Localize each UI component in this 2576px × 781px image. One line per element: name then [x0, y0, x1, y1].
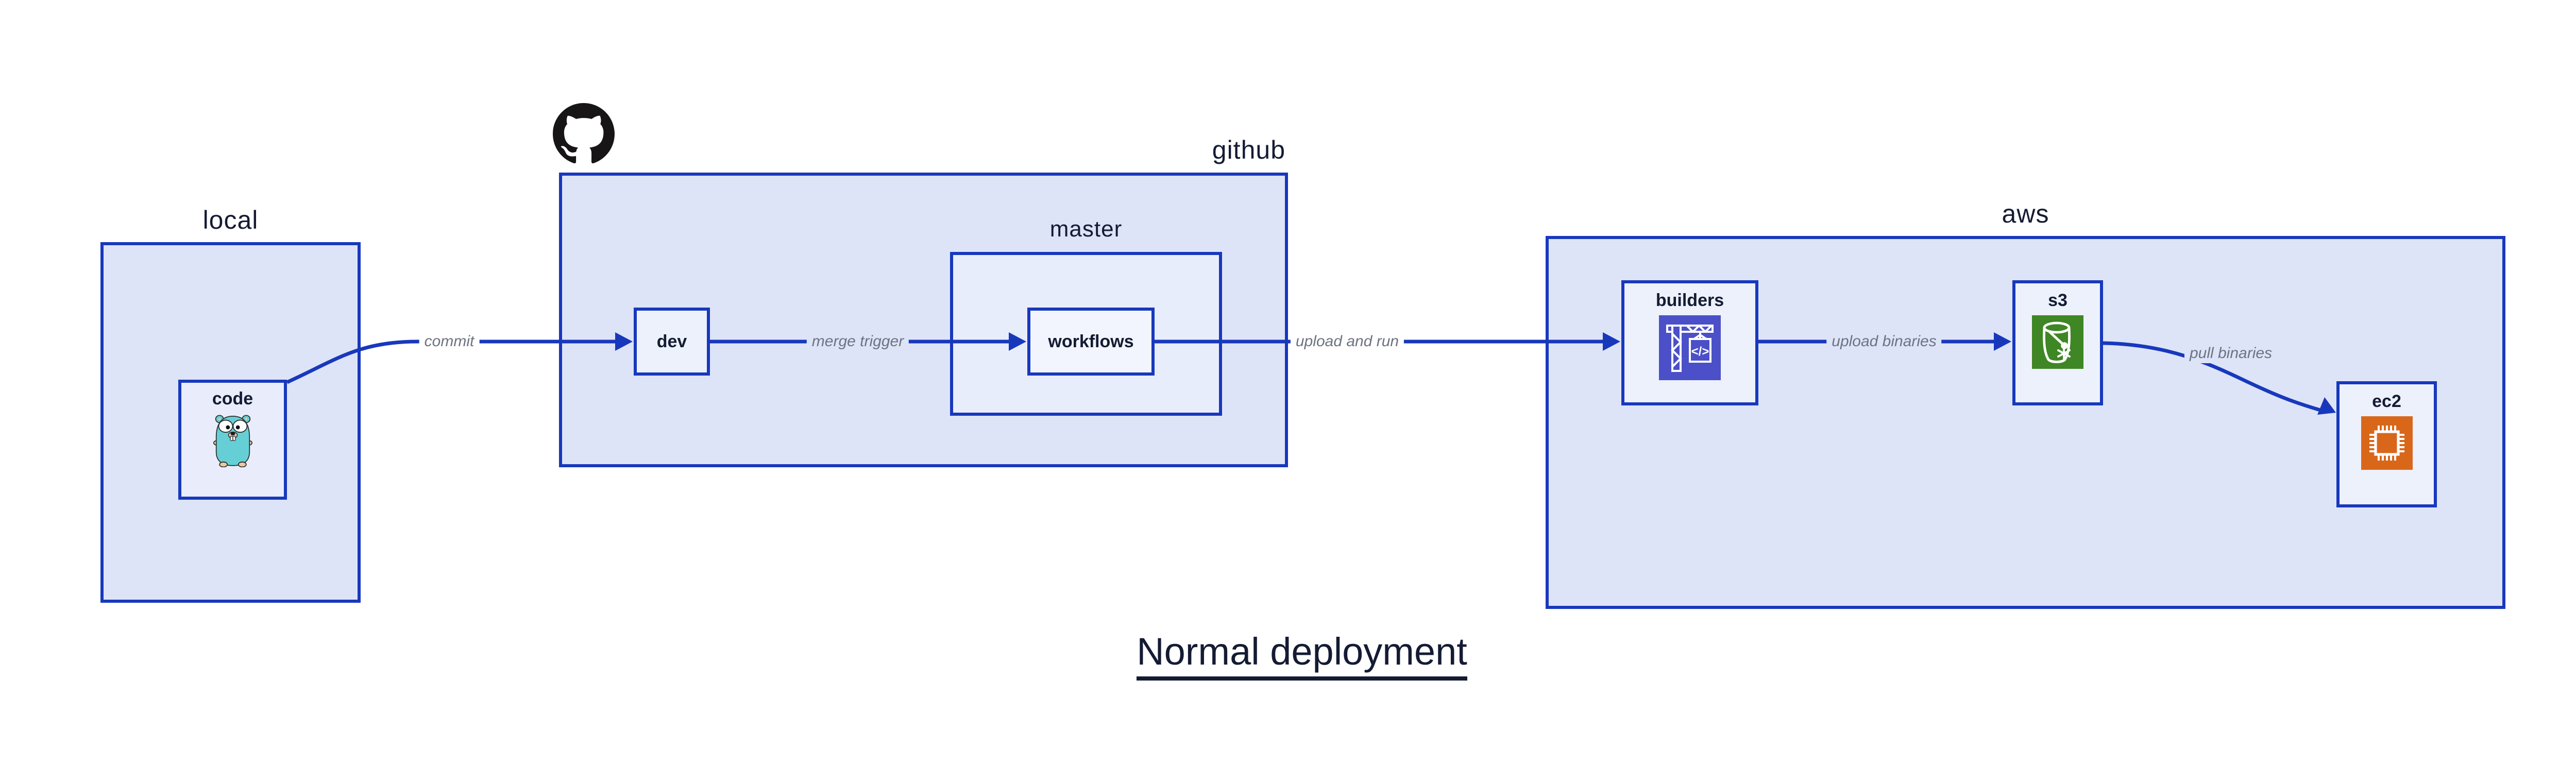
master-group-label: master [1049, 216, 1123, 242]
aws-s3-bucket-icon [2032, 315, 2083, 369]
s3-node-label: s3 [2048, 291, 2067, 310]
upload-and-run-edge-label: upload and run [1290, 332, 1404, 351]
code-node-label: code [212, 389, 253, 409]
diagram-title-text: Normal deployment [1137, 630, 1467, 681]
go-gopher-icon [213, 410, 253, 467]
commit-edge-label: commit [419, 332, 480, 351]
aws-group-label: aws [2002, 199, 2049, 228]
code-node: code [178, 380, 287, 500]
merge-trigger-edge-label: merge trigger [806, 332, 909, 351]
aws-codebuild-crane-icon: </> [1659, 315, 1721, 380]
upload-binaries-edge-label: upload binaries [1826, 332, 1942, 351]
diagram-title: Normal deployment [0, 630, 2576, 681]
ec2-node-label: ec2 [2372, 392, 2401, 411]
ec2-node: ec2 [2336, 381, 2437, 507]
github-group-label: github [1212, 135, 1285, 164]
local-group-label: local [202, 206, 259, 234]
dev-node: dev [634, 308, 710, 376]
pull-binaries-edge-label: pull binaries [2184, 344, 2278, 363]
builders-node-label: builders [1655, 291, 1724, 310]
workflows-node-label: workflows [1048, 331, 1134, 351]
builders-node: builders </> [1621, 280, 1758, 405]
aws-ec2-chip-icon [2361, 416, 2413, 470]
github-octocat-icon [553, 101, 615, 169]
s3-node: s3 [2012, 280, 2103, 405]
svg-text:</>: </> [1691, 345, 1709, 359]
workflows-node: workflows [1027, 308, 1155, 376]
dev-node-label: dev [656, 331, 687, 351]
